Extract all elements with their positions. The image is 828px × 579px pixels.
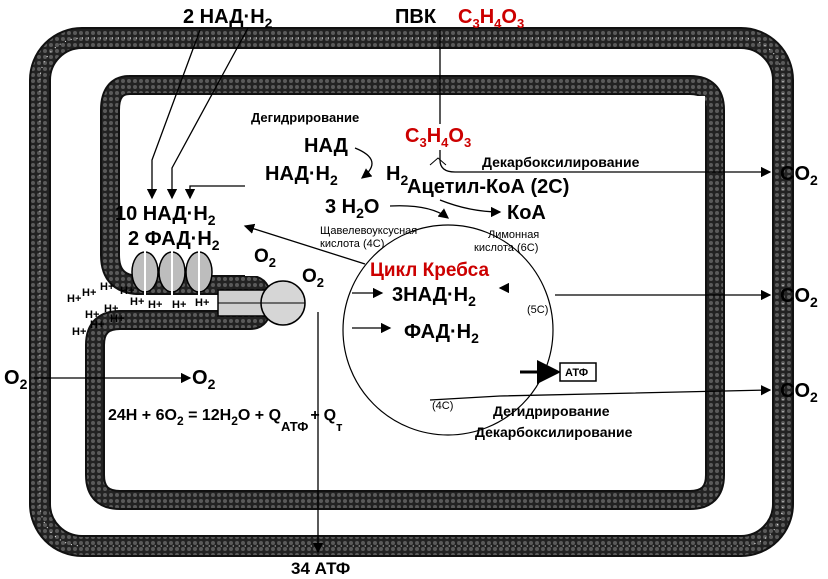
electron-transport-complexes: [131, 248, 213, 296]
fork-mark: [429, 157, 447, 166]
equation: 24Н + 6O2 = 12Н2O + QАТФ+Qт: [108, 407, 343, 434]
dehydrogenation-label: Дегидрирование: [251, 110, 359, 125]
bottom-dehydrogenation: Дегидрирование: [493, 403, 610, 419]
arrow-water: [389, 205, 450, 219]
pvk-formula: C3H4O3: [458, 6, 524, 31]
arrow-coa: [439, 199, 502, 218]
arrow-co2-3: [429, 385, 772, 401]
c5-label: (5С): [527, 304, 548, 316]
bottom-decarboxylation: Декарбоксилирование: [475, 424, 633, 440]
svg-text:H+: H+: [85, 309, 99, 321]
pvk-label: ПВК: [395, 6, 437, 28]
svg-text:H+: H+: [104, 303, 118, 315]
fadh2-label: 2 ФАД·Н2: [128, 228, 220, 253]
arrow-krebs-to-cluster: [243, 223, 366, 265]
nad-label: НАД: [304, 135, 348, 157]
o2-label-b: O2: [302, 266, 324, 290]
co2-label-1: CO2: [780, 163, 818, 188]
arrow-nad-cycle: [354, 147, 373, 179]
citric-line1: Лимонная: [488, 229, 539, 241]
o2-label-a: O2: [254, 246, 276, 270]
acetyl-coa-label: Ацетил-КоА (2С): [407, 176, 569, 198]
decarboxylation-label: Декарбоксилирование: [482, 154, 640, 170]
svg-text:H+: H+: [148, 299, 162, 311]
svg-text:H+: H+: [82, 287, 96, 299]
svg-text:H+: H+: [130, 296, 144, 308]
arrow-nadh-top-1: [146, 29, 201, 200]
o2-outer-label: O2: [4, 367, 28, 392]
atp-synthase: [217, 280, 306, 326]
pyruvate-formula: C3H4O3: [405, 125, 471, 150]
krebs-title: Цикл Кребса: [370, 260, 489, 281]
atp-box-label: АТФ: [565, 367, 588, 379]
nadh-matrix-label: НАД·Н2: [265, 163, 338, 188]
svg-text:H+: H+: [195, 297, 209, 309]
water-label: 3 Н2О: [325, 196, 379, 221]
o2-inner-label: O2: [192, 367, 216, 392]
nadh3-label: 3НАД·Н2: [392, 284, 476, 309]
co2-label-3: CO2: [780, 380, 818, 405]
svg-text:H+: H+: [120, 285, 134, 297]
nadh-top-label: 2 НАД·Н2: [183, 6, 273, 31]
svg-text:H+: H+: [100, 281, 114, 293]
c4-label: (4С): [432, 400, 453, 412]
atp-box: [559, 362, 597, 382]
co2-label-2: CO2: [780, 285, 818, 310]
svg-text:H+: H+: [172, 299, 186, 311]
arrow-nadh-top-2: [166, 27, 249, 200]
arrow-to-left-cluster: [184, 185, 245, 200]
protons: H+ H+ H+ H+ H+ H+ H+ H+ H+ H+ H+ H+ H+: [67, 281, 209, 338]
fadh-matrix-label: ФАД·Н2: [404, 321, 479, 346]
svg-text:H+: H+: [110, 313, 124, 325]
svg-text:H+: H+: [72, 326, 86, 338]
krebs-cycle-circle: [342, 224, 554, 436]
atp34-label: 34 АТФ: [291, 559, 350, 578]
oxaloacetate-line1: Щавелевоуксусная: [320, 225, 417, 237]
nadh10-label: 10 НАД·Н2: [115, 203, 216, 228]
h2-label: Н2: [386, 163, 408, 188]
svg-text:H+: H+: [67, 293, 81, 305]
citric-line2: кислота (6С): [474, 242, 538, 254]
svg-text:H+: H+: [90, 319, 104, 331]
oxaloacetate-line2: кислота (4С): [320, 238, 384, 250]
coa-label: КоА: [507, 202, 546, 224]
